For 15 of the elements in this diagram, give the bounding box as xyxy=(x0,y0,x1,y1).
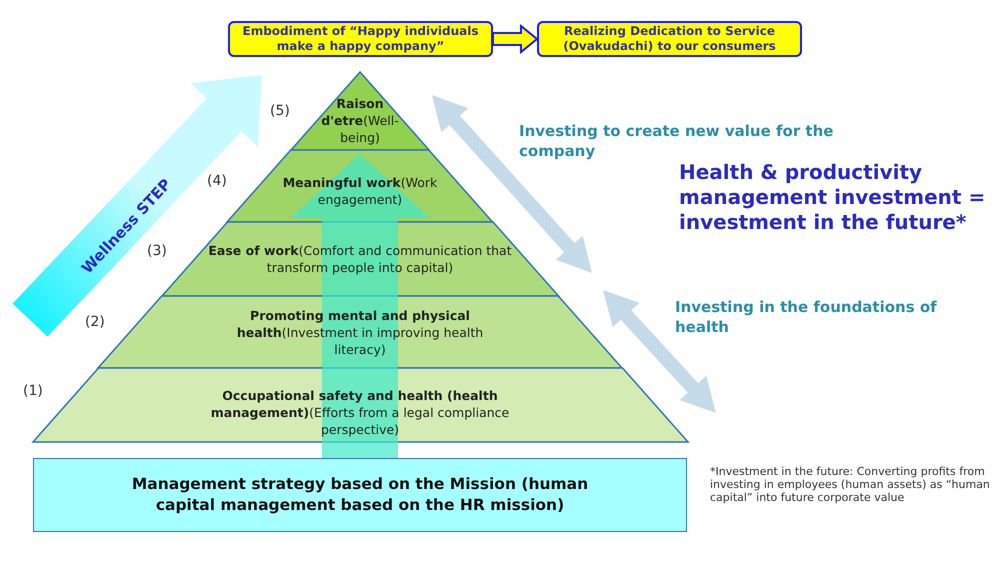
step-number: (5) xyxy=(270,103,290,119)
investment-note: Investing to create new value for the company xyxy=(519,121,834,161)
goal-box: Realizing Dedication to Service (Ovakudachi) to our consumers xyxy=(537,21,802,57)
investment-note: Investing in the foundations of health xyxy=(675,297,938,337)
step-number: (2) xyxy=(85,314,105,330)
pyramid-level: Meaningful work(Work engagement) xyxy=(227,150,493,222)
pyramid-level: Raison d'etre(Well-being) xyxy=(290,72,430,150)
strategy-box: Management strategy based on the Mission (human capital management based on the HR mission) xyxy=(33,458,687,532)
block-arrow xyxy=(492,24,539,54)
goal-box: Embodiment of “Happy individuals make a happy company” xyxy=(228,21,493,57)
step-number: (1) xyxy=(23,383,43,399)
step-number: (3) xyxy=(147,243,167,259)
footnote: *Investment in the future: Converting profits from investing in employees (human assets) as “human capital” into future corporate value xyxy=(710,465,991,504)
heading-text: Health & productivity management investment = investment in the future* xyxy=(679,160,986,235)
step-number: (4) xyxy=(207,173,227,189)
